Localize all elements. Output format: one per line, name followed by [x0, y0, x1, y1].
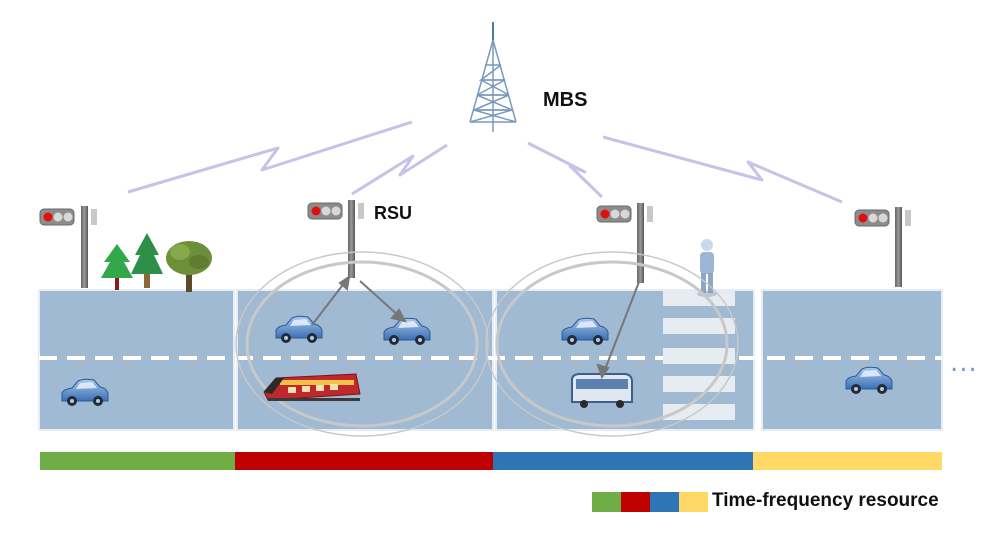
- road: [38, 289, 943, 431]
- pedestrian-icon: [697, 239, 717, 297]
- wireless-link-2: [351, 143, 448, 196]
- continuation-ellipsis: ...: [950, 348, 978, 378]
- traffic-light-icon: [39, 206, 97, 288]
- legend-label: Time-frequency resource: [712, 490, 939, 511]
- wireless-link-1: [127, 120, 413, 194]
- mbs-label: MBS: [543, 89, 588, 111]
- traffic-light-icon: [596, 203, 653, 283]
- legend-swatches: [592, 492, 708, 512]
- train-icon: [263, 373, 361, 401]
- traffic-light-icon: [307, 200, 364, 278]
- tree-icon: [131, 233, 163, 288]
- rsu-label: RSU: [374, 203, 413, 223]
- resource-bar: [40, 452, 942, 470]
- bus-icon: [571, 373, 633, 408]
- wireless-link-3: [527, 141, 604, 199]
- rsu-coverage: [235, 251, 739, 437]
- wireless-link-4: [602, 135, 843, 204]
- coverage-ellipse-1: [245, 260, 479, 428]
- tree-icon: [166, 241, 212, 292]
- v2i-arrows: [311, 274, 640, 380]
- resource-segment-red: [235, 452, 493, 470]
- tower-icon: [469, 28, 517, 132]
- resource-segment-yellow: [753, 452, 942, 470]
- tree-icon: [101, 244, 133, 290]
- resource-segment-green: [40, 452, 235, 470]
- traffic-light-icon: [854, 207, 911, 287]
- wireless-links: [127, 120, 843, 204]
- crosswalk-icon: [663, 290, 735, 420]
- coverage-ellipse-2: [495, 260, 729, 428]
- resource-segment-blue: [493, 452, 753, 470]
